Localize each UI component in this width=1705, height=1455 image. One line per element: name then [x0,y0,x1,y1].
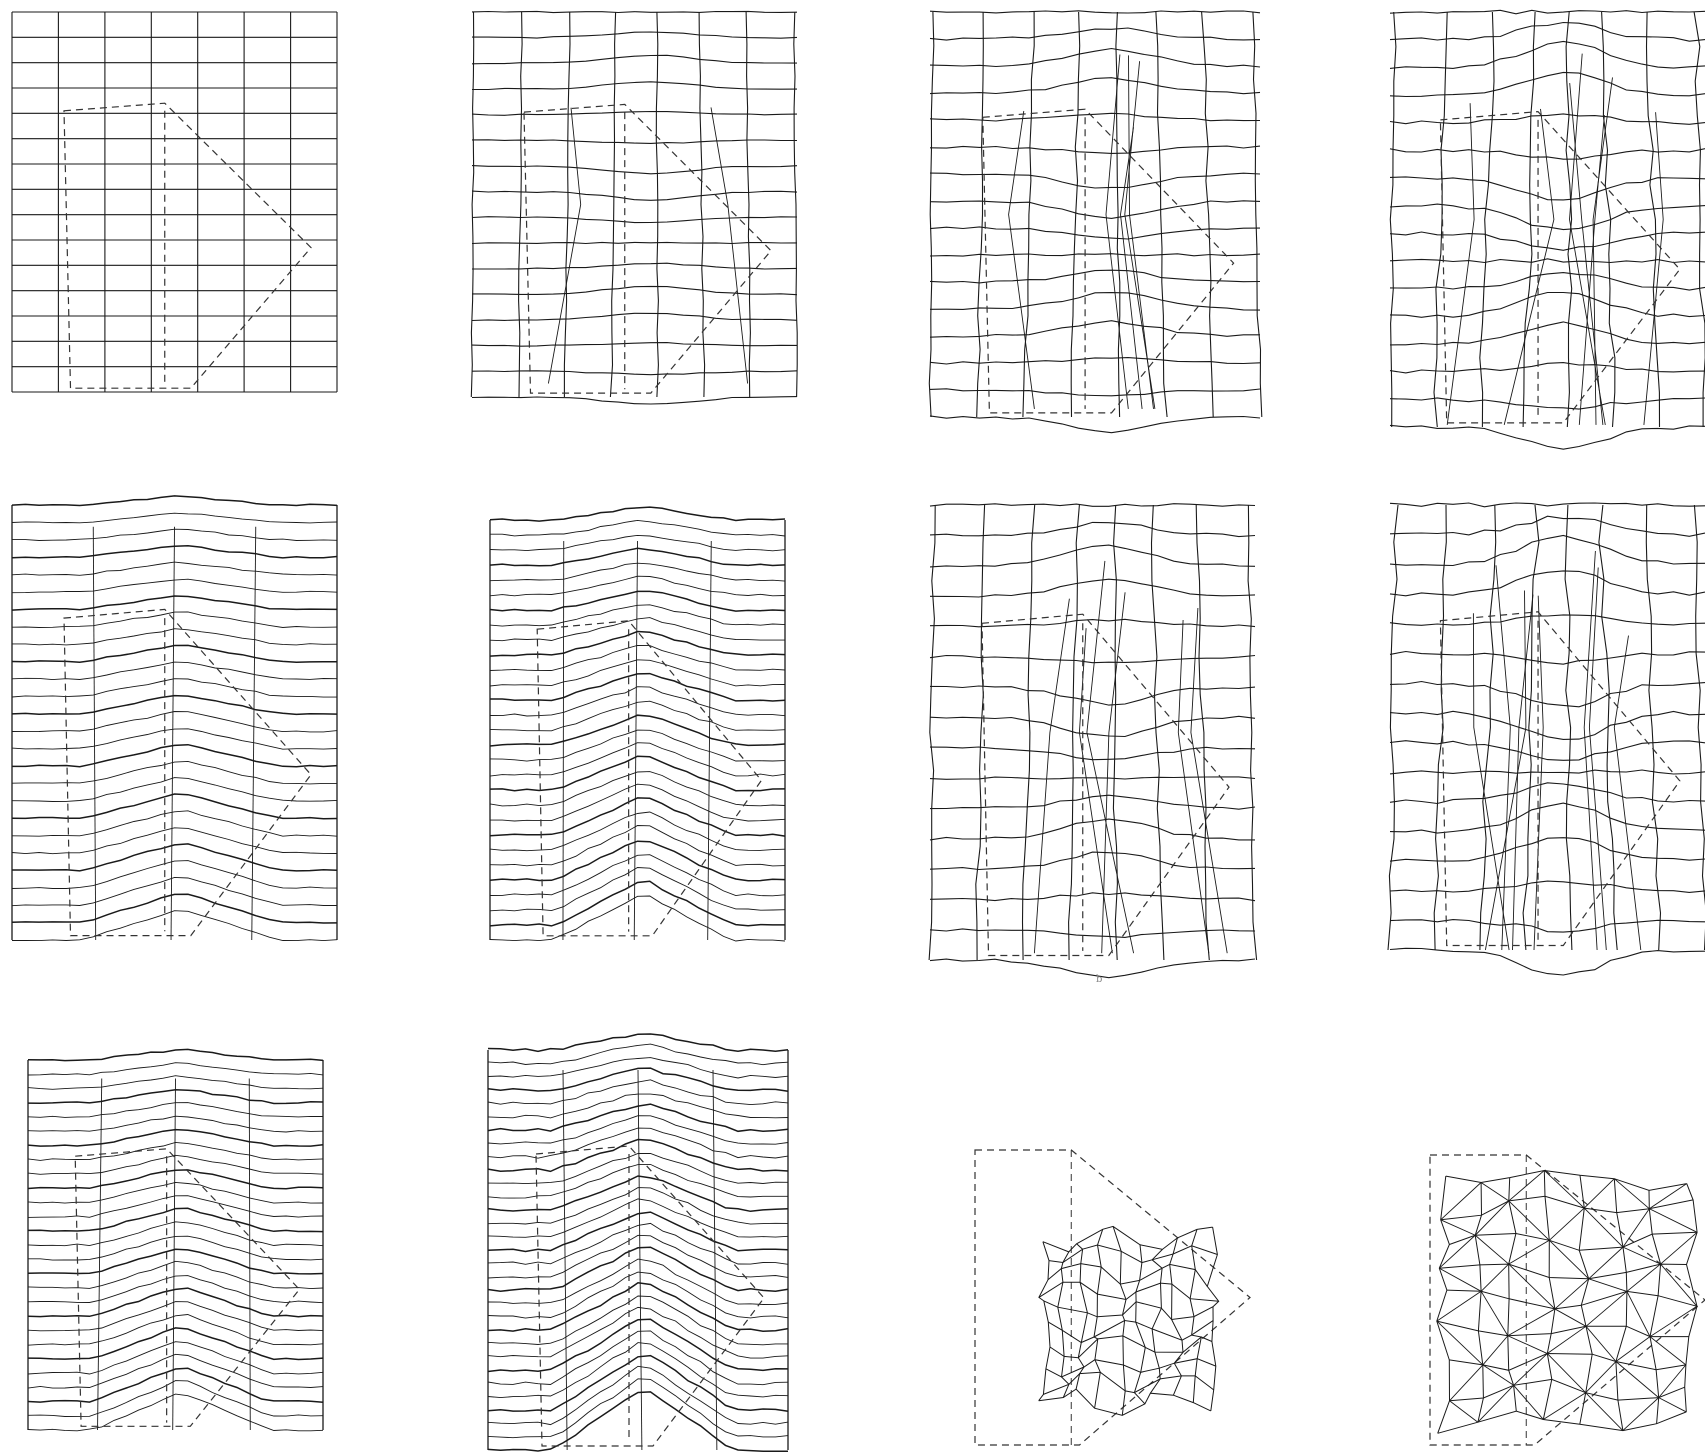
stray-label: b [1096,974,1102,985]
